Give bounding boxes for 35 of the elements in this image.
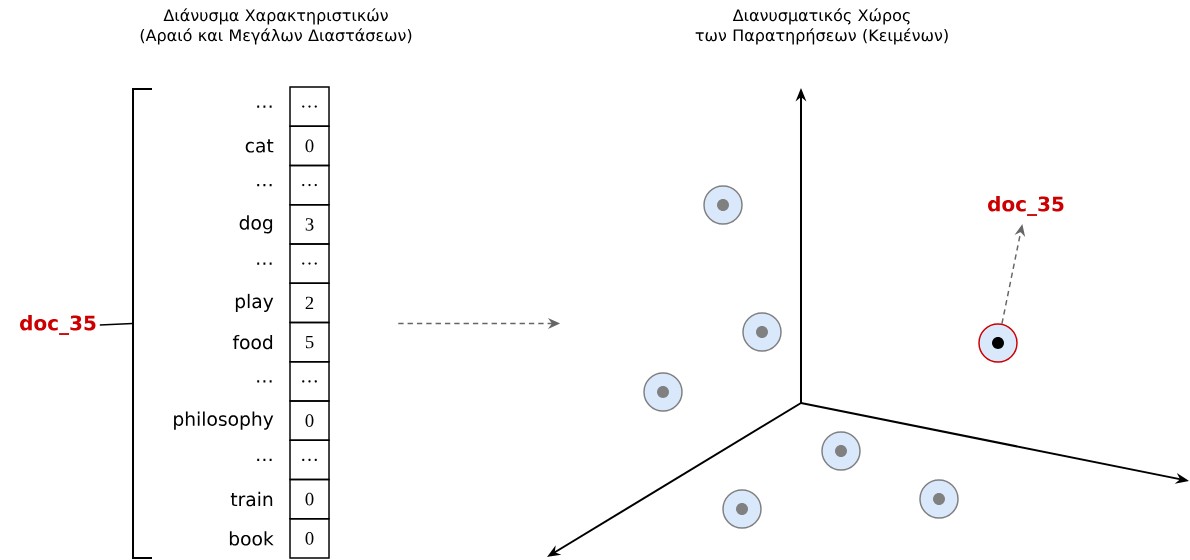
data-point	[742, 312, 782, 352]
data-point	[978, 323, 1018, 363]
table-cell: …	[289, 361, 330, 402]
table-cell: …	[289, 164, 330, 206]
word-label: cat	[245, 139, 274, 153]
data-point	[643, 372, 683, 412]
table-cell: 5	[289, 321, 330, 363]
table-cell: 2	[289, 282, 330, 324]
word-label: dog	[239, 215, 273, 234]
document-label: doc_35	[988, 196, 1064, 216]
table-cell: …	[289, 439, 330, 481]
word-label: …	[257, 105, 272, 108]
word-label: …	[257, 458, 272, 462]
word-label: play	[235, 293, 274, 312]
heading: Διανυσματικός Χώρος των Παρατηρήσεων (Κειμένων)	[695, 8, 948, 45]
heading: Διάνυσμα Χαρακτηριστικών (Αραιό και Μεγάλων Διαστάσεων)	[140, 8, 412, 45]
word-label: …	[257, 183, 272, 187]
word-label: …	[257, 380, 272, 383]
data-point	[821, 431, 861, 471]
table-cell: 0	[289, 400, 330, 441]
table-cell: 0	[289, 125, 330, 167]
word-label: food	[232, 334, 273, 350]
table-cell: …	[289, 86, 330, 127]
word-label: …	[257, 262, 272, 265]
table-cell: 3	[289, 204, 330, 245]
data-point	[722, 489, 762, 529]
data-point	[919, 479, 959, 519]
table-cell: 0	[289, 518, 330, 559]
word-label: philosophy	[174, 411, 274, 430]
word-label: train	[230, 491, 273, 507]
data-point	[703, 185, 743, 225]
document-label: doc_35	[20, 315, 96, 335]
table-cell: 0	[289, 478, 330, 520]
word-label: book	[229, 531, 274, 546]
table-cell: …	[289, 243, 330, 284]
